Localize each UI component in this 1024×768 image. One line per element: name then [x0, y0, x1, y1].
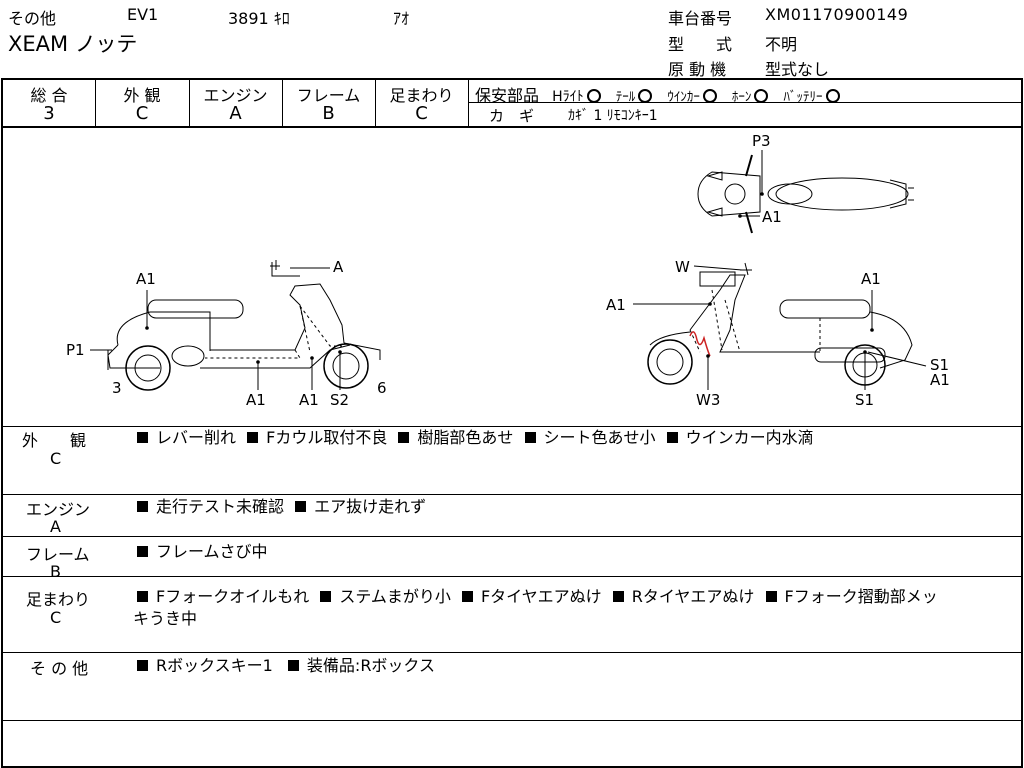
safety-tail: ﾃｰﾙ: [615, 90, 636, 105]
safety-winker: ｳｲﾝｶｰ: [667, 90, 700, 105]
frame-no-label: 車台番号: [668, 9, 733, 28]
section-frame-grade: B: [50, 562, 61, 581]
section-suspension-notes: Fフォークオイルもれ ステムまがり小 Fタイヤエアぬけ Rタイヤエアぬけ Fフォ…: [135, 586, 938, 608]
label-right-w: W: [675, 258, 690, 276]
left-scooter-outline: [107, 260, 381, 391]
mileage: 3891 ｷﾛ: [228, 9, 290, 28]
section-exterior-grade: C: [50, 449, 62, 468]
grade-suspension-value: C: [415, 103, 428, 124]
label-top-p3: P3: [752, 132, 771, 150]
key-value: ｶｷﾞ 1 ﾘﾓｺﾝｷｰ1: [568, 108, 658, 124]
section-other-notes: Rボックスキー1 装備品:Rボックス: [135, 655, 435, 677]
safety-parts-row: 保安部品 Hﾗｲﾄ ﾃｰﾙ ｳｲﾝｶｰ ﾎｰﾝ ﾊﾞｯﾃﾘｰ: [475, 82, 846, 106]
label-right-s1: S1: [930, 356, 950, 374]
section-frame-notes: フレームさび中: [135, 541, 268, 563]
safety-label: 保安部品: [475, 86, 540, 105]
label-right-a1-low: A1: [930, 371, 950, 389]
damage-mark-icon: [689, 331, 711, 357]
label-top-a1: A1: [762, 208, 782, 226]
label-right-s1-bottom: S1: [855, 391, 875, 409]
label-left-a: A: [333, 258, 344, 276]
grade-exterior-value: C: [135, 103, 149, 124]
headlight-ok-icon: [586, 89, 601, 103]
label-left-3: 3: [112, 379, 122, 397]
label-left-s2: S2: [330, 391, 350, 409]
section-other-label: そ の 他: [30, 659, 89, 678]
label-left-bottom-a1b: A1: [299, 391, 319, 409]
engine-value: 型式なし: [765, 60, 830, 79]
label-right-w3: W3: [696, 391, 721, 409]
label-left-6: 6: [377, 379, 387, 397]
model-name: XEAM ノッテ: [8, 32, 138, 56]
color: ｱｵ: [393, 9, 410, 28]
top-view-outline: [697, 154, 914, 234]
grade-suspension-label: 足まわり: [389, 86, 454, 105]
right-scooter-outline: [647, 262, 913, 386]
frame-no: XM01170900149: [765, 5, 909, 24]
type-value: 不明: [765, 35, 798, 54]
category-label: その他: [8, 9, 57, 28]
engine-label: 原 動 機: [668, 60, 727, 79]
grade-engine-value: A: [229, 103, 242, 124]
grade-frame-value: B: [322, 103, 335, 124]
label-left-bottom-a1: A1: [246, 391, 266, 409]
battery-ok-icon: [825, 89, 840, 103]
winker-ok-icon: [702, 89, 717, 103]
label-right-a1-left: A1: [606, 296, 626, 314]
section-suspension-grade: C: [50, 608, 62, 627]
grade-frame-label: フレーム: [296, 86, 361, 105]
section-frame-label: フレーム: [26, 545, 90, 564]
inspection-sheet: 総 合 3 外 観 C エンジン A フレーム B 足まわり C 保安部品 Hﾗ…: [1, 78, 1023, 768]
label-left-a1: A1: [136, 270, 156, 288]
safety-battery: ﾊﾞｯﾃﾘｰ: [783, 90, 823, 105]
model-code: EV1: [127, 5, 159, 24]
section-engine-grade: A: [50, 517, 61, 536]
grade-overall-value: 3: [43, 103, 55, 124]
label-left-p1: P1: [66, 341, 85, 359]
horn-ok-icon: [754, 89, 769, 103]
section-engine-notes: 走行テスト未確認 エア抜け走れず: [135, 496, 426, 518]
label-right-a1-right: A1: [861, 270, 881, 288]
safety-headlight: Hﾗｲﾄ: [552, 89, 584, 105]
grade-exterior-label: 外 観: [123, 86, 161, 105]
section-suspension-label: 足まわり: [26, 590, 91, 609]
tail-ok-icon: [638, 89, 653, 103]
section-exterior-notes: レバー削れ Fカウル取付不良 樹脂部色あせ シート色あせ小 ウインカー内水滴: [135, 427, 814, 449]
type-label: 型 式: [668, 35, 733, 54]
grade-overall-label: 総 合: [30, 86, 68, 105]
section-suspension-continuation: キうき中: [133, 609, 198, 628]
key-label: カ ギ: [489, 107, 535, 125]
section-engine-label: エンジン: [26, 500, 91, 519]
section-exterior-label: 外 観: [22, 431, 87, 450]
safety-horn: ﾎｰﾝ: [731, 90, 752, 105]
grade-engine-label: エンジン: [203, 86, 268, 105]
leader-lines: [90, 150, 927, 390]
